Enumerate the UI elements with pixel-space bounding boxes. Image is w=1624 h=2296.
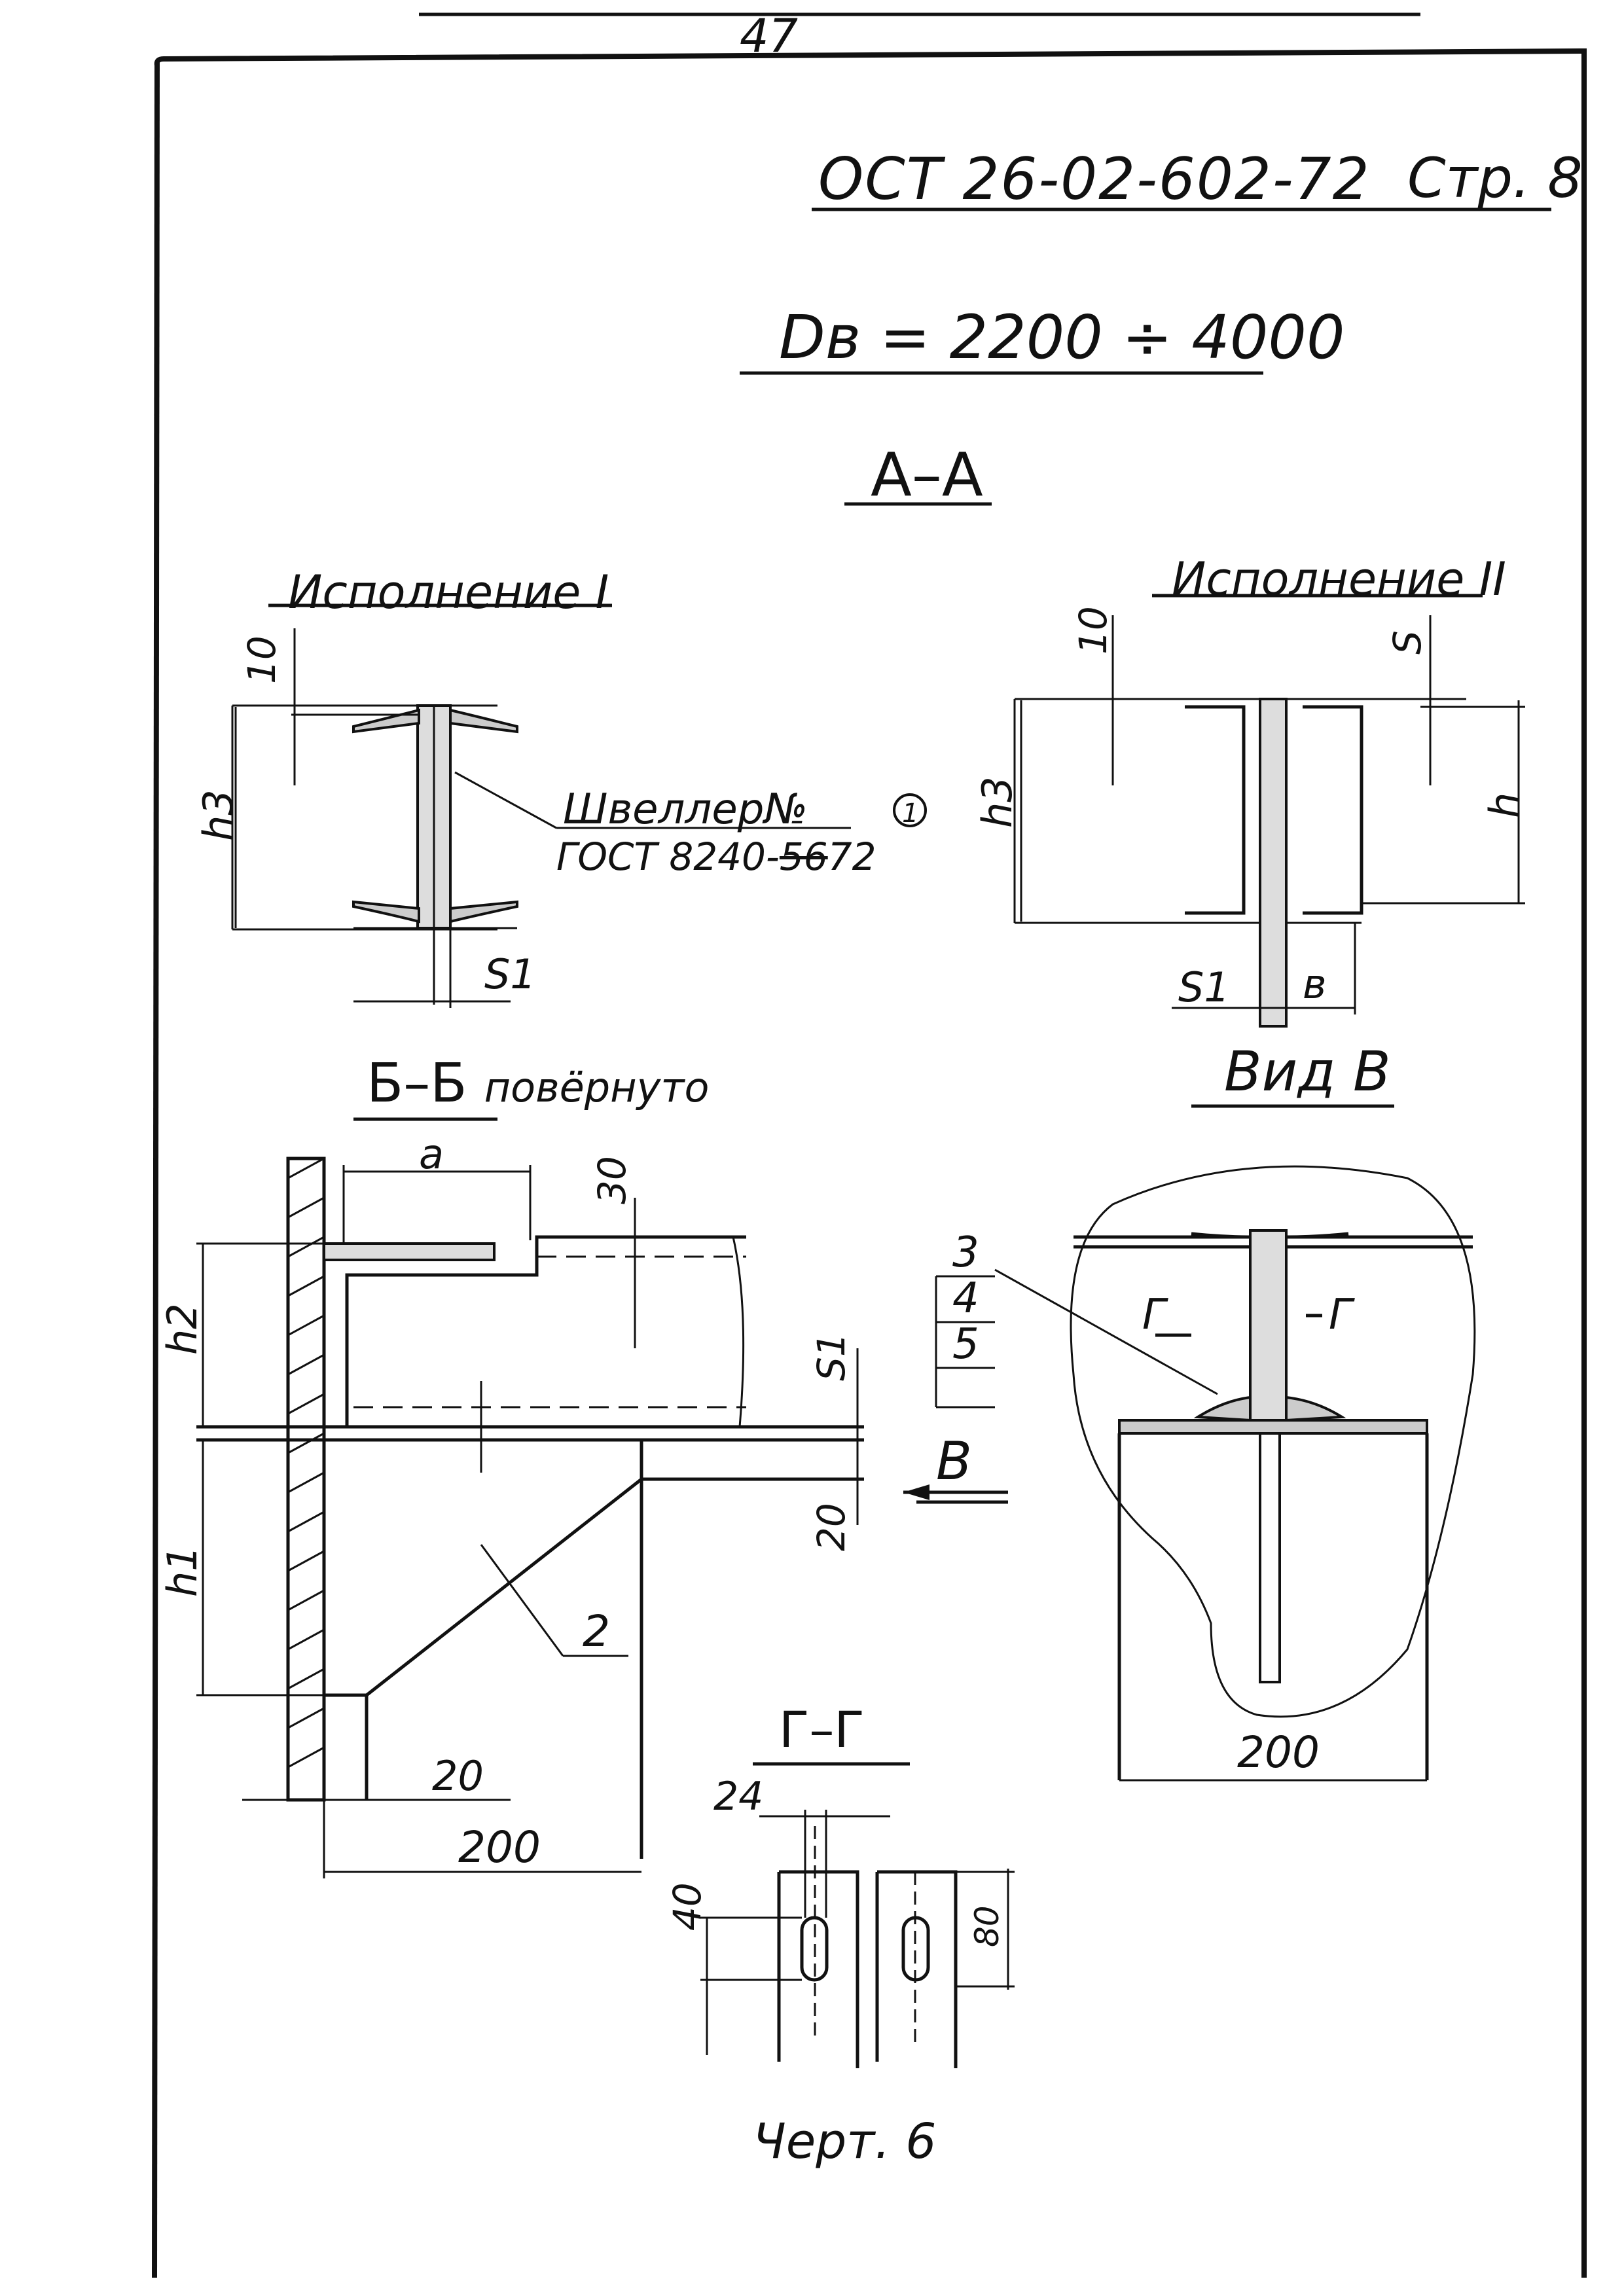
section-gg-drawing — [700, 1810, 1015, 2068]
bb-dim-20-bottom: 20 — [432, 1752, 484, 1800]
variant-2-drawing — [1013, 615, 1525, 1028]
gost-struck-year: 56 — [779, 834, 828, 879]
v2-dim-s: S — [1385, 630, 1430, 655]
callout-2: 2 — [583, 1606, 610, 1657]
v2-dim-top: 10 — [1071, 606, 1115, 655]
view-arrow-label: В — [936, 1431, 972, 1492]
callout-3: 3 — [952, 1229, 979, 1277]
variant-1-title: Исполнение I — [288, 565, 609, 619]
bb-dim-20-right: 20 — [809, 1503, 854, 1551]
channel-note-line2: ГОСТ 8240-5672 — [556, 838, 876, 876]
page-frame-left — [152, 62, 160, 2278]
bb-dim-200: 200 — [458, 1822, 541, 1873]
section-bb-title: Б–Б повёрнуто — [367, 1057, 709, 1111]
section-bb-letters: Б–Б — [367, 1052, 467, 1115]
bb-dim-h2: h2 — [158, 1303, 206, 1355]
cut-left-label: Г — [1142, 1291, 1168, 1339]
standard-designation: ОСТ 26-02-602-72 — [818, 145, 1371, 213]
section-bb-subtitle: повёрнуто — [484, 1064, 710, 1111]
v2-dim-height: h3 — [973, 776, 1021, 828]
v2-dim-s1: S1 — [1178, 963, 1230, 1011]
section-gg-title: Г–Г — [779, 1700, 865, 1759]
bb-dim-a: a — [419, 1130, 444, 1178]
v2-dim-b: в — [1303, 960, 1327, 1008]
gg-dim-80: 80 — [968, 1905, 1006, 1947]
view-v-dim-200: 200 — [1237, 1727, 1320, 1778]
page-label: Стр. 8 — [1407, 146, 1583, 210]
view-v-drawing — [935, 1165, 1476, 1782]
v1-dim-thickness: S1 — [484, 950, 536, 998]
gost-prefix: ГОСТ 8240- — [556, 834, 780, 879]
callout-5: 5 — [952, 1320, 979, 1369]
page-number: 47 — [740, 9, 799, 63]
section-bb-drawing — [196, 1157, 1008, 1878]
cut-right-label: Г — [1329, 1291, 1355, 1339]
gg-dim-40: 40 — [665, 1882, 710, 1931]
callout-4: 4 — [952, 1274, 979, 1323]
variant-1-drawing — [231, 628, 851, 1008]
bb-dim-s1: S1 — [809, 1333, 854, 1381]
gost-year: 72 — [827, 834, 876, 879]
diameter-range: Dв = 2200 ÷ 4000 — [779, 302, 1345, 372]
bb-dim-h1: h1 — [158, 1545, 206, 1597]
bb-dim-30: 30 — [590, 1156, 634, 1204]
view-v-title: Вид В — [1224, 1039, 1391, 1103]
v2-dim-h: h — [1481, 793, 1528, 818]
callout-1-circle — [893, 793, 927, 827]
v1-dim-top: 10 — [240, 636, 284, 684]
v1-dim-height: h3 — [194, 789, 242, 841]
callout-1: 1 — [902, 798, 918, 829]
section-aa-title: А–А — [871, 440, 983, 510]
gg-dim-24: 24 — [713, 1774, 763, 1820]
page-frame — [154, 48, 1587, 2278]
figure-caption: Черт. 6 — [753, 2113, 937, 2170]
channel-note-line1: Швеллер№ — [563, 785, 808, 834]
